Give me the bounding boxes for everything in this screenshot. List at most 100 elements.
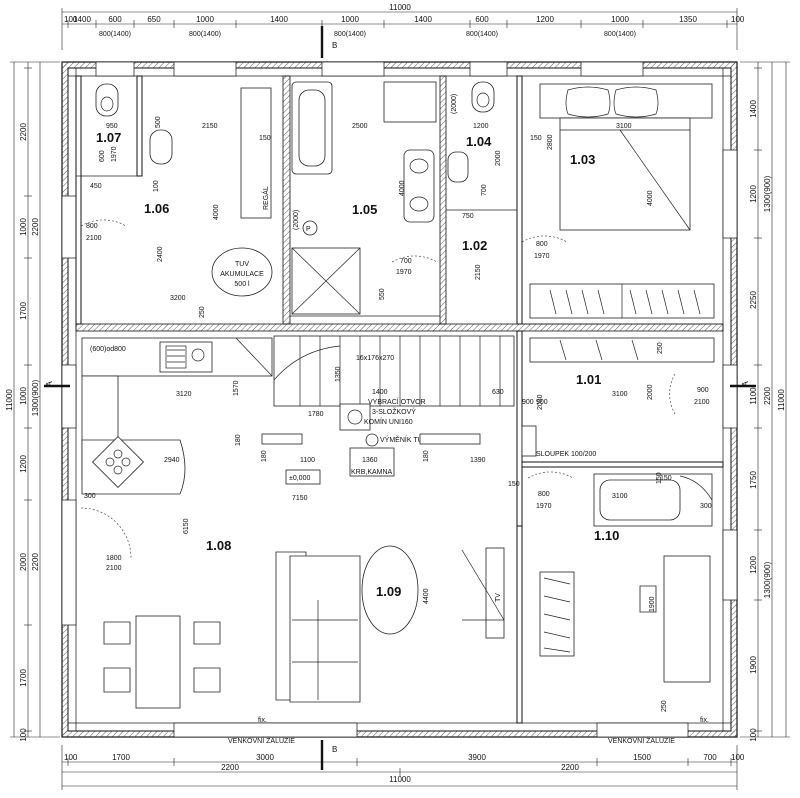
dim-label: 2150 [475,264,482,280]
stove-icon [349,447,395,477]
top-dim: 1400 [73,15,91,24]
door-dim: 800 [86,223,98,230]
dim-label: 250 [657,342,664,354]
top-window-dim: 800(1400) [466,31,498,38]
top-window-dim: 800(1400) [189,31,221,38]
dim-label: (2000) [451,94,458,114]
tv-label: TV [495,593,502,602]
vybrac-label: KOMÍN UNI160 [364,417,413,426]
outer-walls [61,61,738,738]
dim-label: 250 [199,306,206,318]
dim-label: 2000 [495,150,502,166]
bottom-dim: 1700 [112,753,130,762]
section-b-label: B [332,41,337,50]
left-dimensions: 11000 2200 1000 1700 1000 1200 2000 1700… [5,61,60,742]
level-label: ±0,000 [289,475,310,482]
bottom-dim: 1500 [633,753,651,762]
dim-label: 150 [259,135,271,142]
room-108: 1.08 7150 6150 1800 2100 [80,495,361,709]
dim-label: 300 [84,493,96,500]
dim-label: 950 [106,123,118,130]
top-window-dim: 800(1400) [604,31,636,38]
hob-icon [91,435,145,489]
bed-icon [559,117,691,231]
desk-icon [663,555,711,683]
chimney-icon [339,403,371,431]
top-dim: 100 [731,15,745,24]
hall-wardrobe [529,337,715,363]
washbasin-icon [149,129,173,165]
top-dim: 1400 [414,15,432,24]
boiler-tank-icon [211,247,273,297]
room-label: 1.06 [144,201,169,216]
right-sub-dim: 2200 [763,387,772,405]
top-total-dim: 11000 [389,3,411,12]
chair-icon [193,621,221,645]
dim-label: 6150 [183,518,190,534]
room-label: 1.03 [570,152,595,167]
section-markers: B B A A [44,26,756,770]
bottom-total-dim: 11000 [389,775,411,784]
right-dim: 100 [749,728,758,742]
right-dim: 1200 [749,556,758,574]
right-dimensions: 1400 1200 2250 1100 1750 1200 1900 100 1… [740,61,790,742]
door-dim: 1800 [106,555,122,562]
section-a-label: A [741,381,750,387]
room-102: 1.02 2150 800 1970 [462,235,568,280]
dim-label: 550 [379,288,386,300]
door-dim: 700 [400,258,412,265]
room-label: 1.10 [594,528,619,543]
top-dim: 1400 [270,15,288,24]
left-sub-dim: 1300(900) [31,379,40,416]
dim-label: 3120 [176,391,192,398]
level-mark [285,469,321,485]
zaluzie-label: VENKOVNÍ ŽALUZIE [228,736,295,745]
dim-label: 4400 [423,588,430,604]
left-dim: 1000 [19,387,28,405]
door-dim: 2100 [694,399,710,406]
kitchen-zone: (600)od800 3120 1570 2940 300 180 [81,337,273,500]
tuv-label: TUV [235,261,249,268]
dim-label: 2400 [157,246,164,262]
vybrac-label: 3-SLOŽKOVÝ [372,407,416,416]
dim-label: 150 [530,135,542,142]
left-dim: 1000 [19,218,28,236]
dim-label: 180 [235,434,242,446]
p-symbol [302,220,318,236]
top-dimensions: 11000 100 1400 600 650 1000 1400 1000 14… [61,3,745,50]
dim-label: 630 [492,389,504,396]
dim-label: 900 [536,399,548,406]
bottom-dim: 3900 [468,753,486,762]
door-dim: 1970 [534,253,550,260]
top-dim: 1000 [611,15,629,24]
dim-label: 3100 [616,123,632,130]
dim-label: 750 [462,213,474,220]
bottom-dim: 100 [731,753,745,762]
dim-label: 7150 [292,495,308,502]
sloupek-label: SLOUPEK 100/200 [536,451,596,458]
oven-label: (600)od800 [90,346,126,353]
fix-label: fix. [258,717,267,724]
dim-label: 4000 [213,204,220,220]
right-dim: 1100 [749,387,758,405]
room-107: 1.07 950 600 1970 450 500 100 [90,83,173,192]
section-a-label: A [45,381,54,387]
room-label: 1.09 [376,584,401,599]
bottom-dim: 700 [703,753,717,762]
top-ticks [67,20,728,28]
dim-label: 4000 [647,190,654,206]
dim-label: 250 [661,700,668,712]
room-109: 1.09 4400 TV [361,545,505,639]
left-sub-dim: 2200 [31,553,40,571]
dim-label: 100 [153,180,160,192]
left-dim: 1200 [19,455,28,473]
room-label: 1.02 [462,238,487,253]
double-washbasin-icon [403,149,435,223]
top-dim: 650 [147,15,161,24]
dim-label: 180 [423,450,430,462]
left-dim: 1700 [19,302,28,320]
shower-icon [383,81,437,123]
bottom-dim: 100 [64,753,78,762]
dim-label: 150 [660,475,672,482]
